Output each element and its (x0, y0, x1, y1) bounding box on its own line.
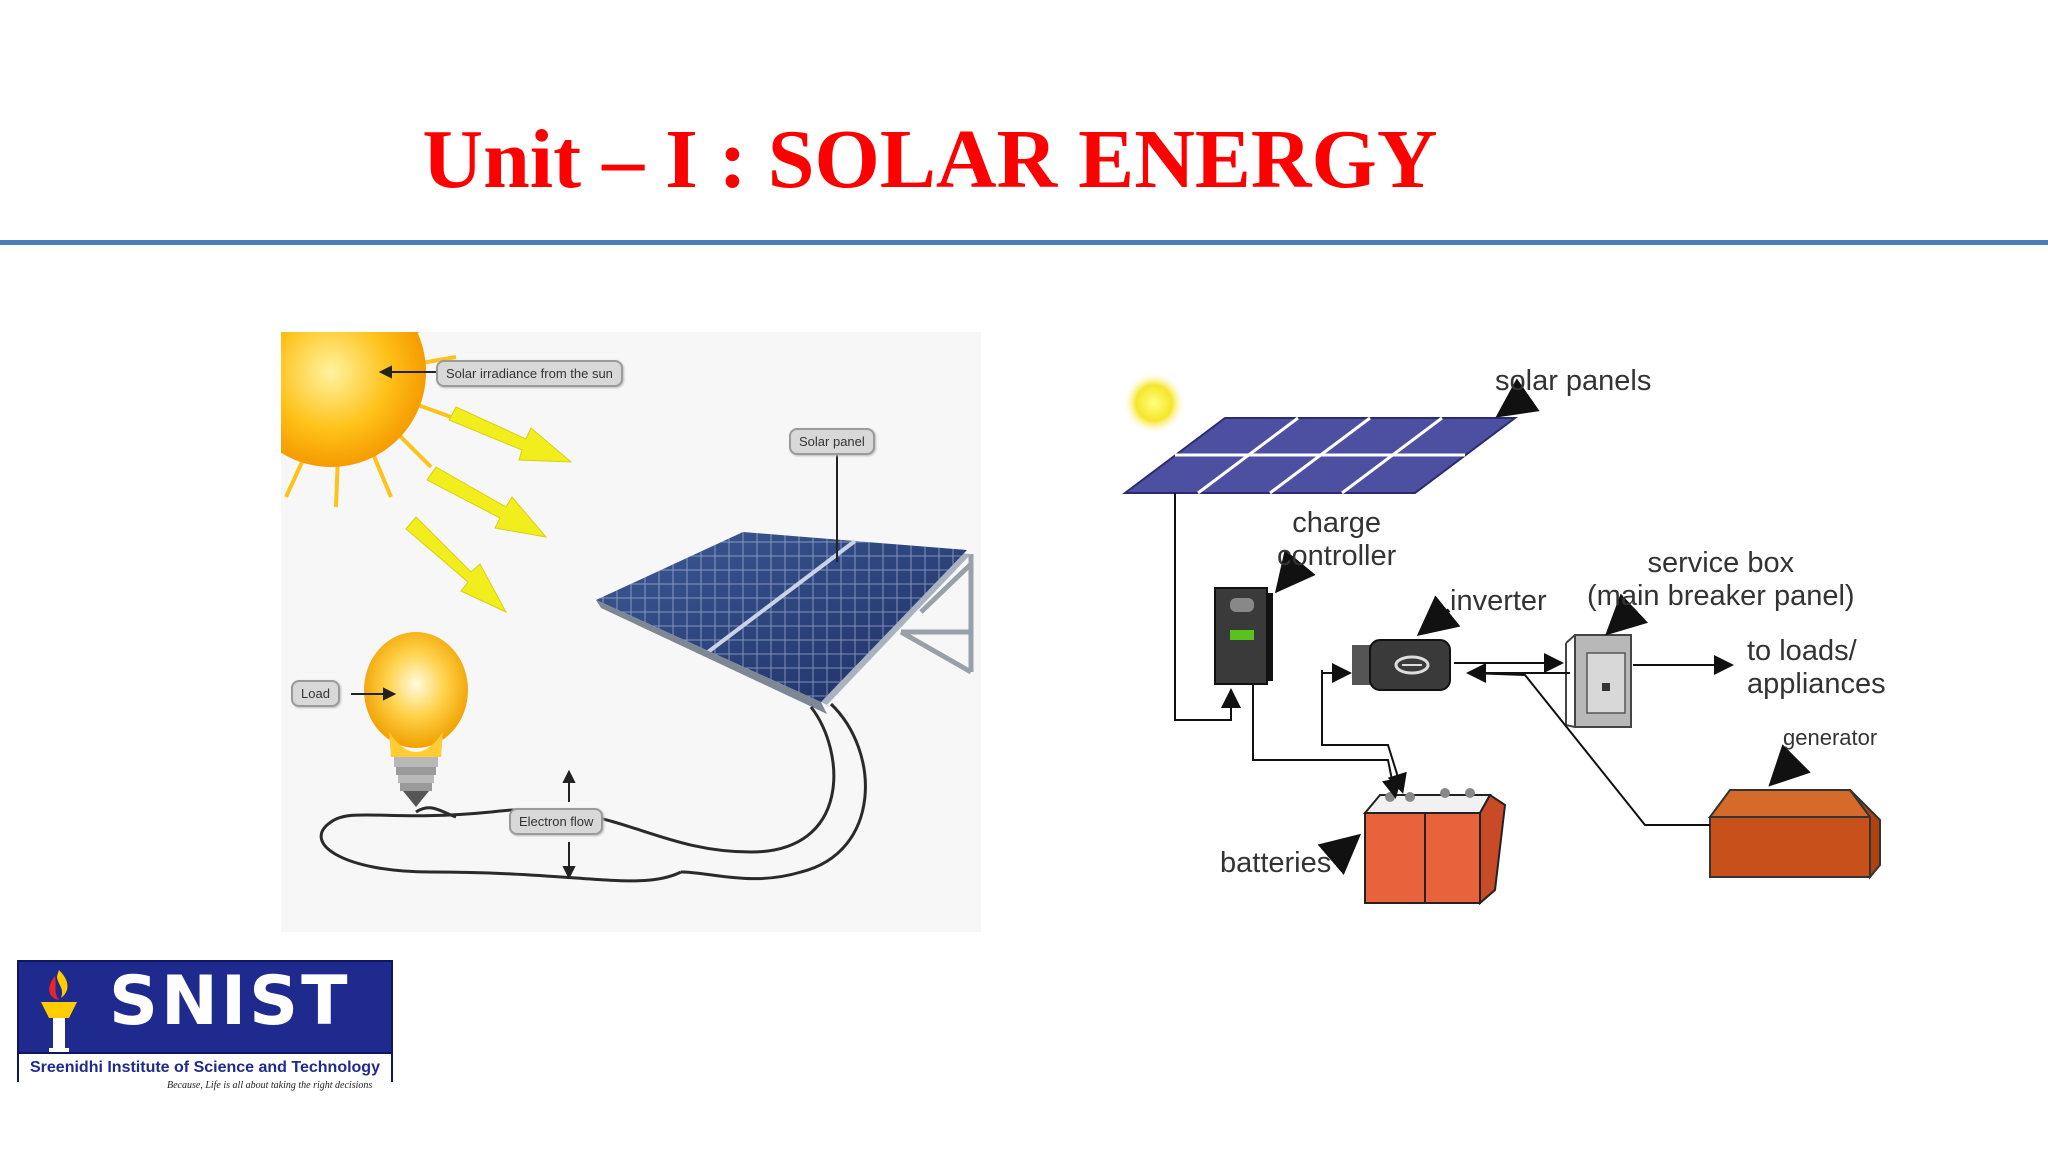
snist-logo: SNIST Sreenidhi Institute of Science and… (17, 960, 393, 1095)
callout-solar-panel: Solar panel (789, 428, 875, 455)
logo-institute-name: Sreenidhi Institute of Science and Techn… (19, 1052, 391, 1082)
logo-wordmark: SNIST (109, 962, 351, 1041)
slide-title: Unit – I : SOLAR ENERGY (422, 113, 1438, 206)
solar-panels-icon (1122, 416, 1518, 495)
schematic-graphic (1122, 373, 1881, 906)
solar-system-illustration: Solar irradiance from the sun Solar pane… (281, 332, 981, 932)
solar-illustration-graphic (281, 332, 974, 883)
charge-controller-icon (1214, 587, 1273, 685)
sun-icon (281, 332, 457, 508)
sun-icon (1124, 373, 1184, 433)
service-box-icon (1565, 634, 1632, 728)
panel-stand (899, 554, 974, 675)
logo-badge: SNIST Sreenidhi Institute of Science and… (17, 960, 393, 1082)
label-generator: generator (1783, 725, 1878, 750)
callout-load: Load (291, 680, 340, 707)
sunlight-arrows (405, 406, 573, 614)
solar-panel-icon (596, 532, 971, 714)
system-schematic: solar panels charge controller inverter … (1090, 335, 1930, 915)
label-service-box: service box (main breaker panel) (1587, 547, 1855, 613)
light-bulb-icon (364, 632, 468, 807)
logo-tagline: Because, Life is all about taking the ri… (167, 1080, 373, 1091)
title-divider (0, 240, 2048, 245)
torch-icon (41, 970, 77, 1052)
inverter-icon (1352, 639, 1451, 691)
label-batteries: batteries (1220, 847, 1332, 879)
callout-electron-flow: Electron flow (509, 808, 604, 835)
circuit-wires (319, 702, 867, 883)
label-inverter: inverter (1450, 585, 1547, 617)
label-charge-controller: charge controller (1277, 507, 1397, 573)
label-solar-panels: solar panels (1495, 365, 1652, 397)
callout-solar-irradiance: Solar irradiance from the sun (436, 360, 623, 387)
batteries-icon (1362, 788, 1507, 906)
generator-icon (1708, 789, 1881, 880)
label-loads-appliances: to loads/ appliances (1747, 635, 1886, 701)
